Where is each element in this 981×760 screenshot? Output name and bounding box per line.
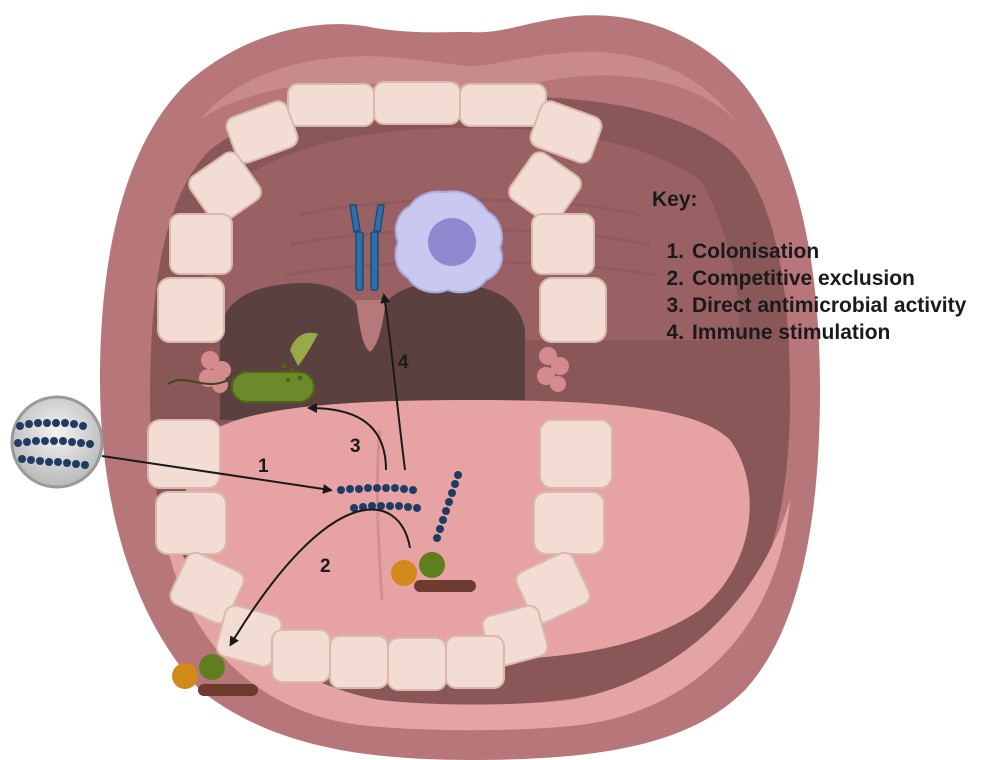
key-item-colonisation: 1. Colonisation [652, 238, 972, 265]
key-item-label: Immune stimulation [692, 319, 972, 346]
arrow-label-3: 3 [350, 436, 361, 457]
key-item-direct-antimicrobial: 3. Direct antimicrobial activity [652, 292, 972, 319]
key-legend: Key: 1. Colonisation 2. Competitive excl… [652, 188, 972, 346]
probiotic-petri-dish-icon [12, 397, 102, 487]
key-item-label: Competitive exclusion [692, 265, 972, 292]
arrow-label-2: 2 [320, 556, 331, 577]
key-item-label: Colonisation [692, 238, 972, 265]
key-item-number: 2. [652, 265, 692, 292]
arrow-label-4: 4 [398, 352, 409, 373]
key-item-number: 1. [652, 238, 692, 265]
key-item-number: 3. [652, 292, 692, 319]
key-item-immune-stimulation: 4. Immune stimulation [652, 319, 972, 346]
key-title: Key: [652, 188, 972, 212]
key-item-label: Direct antimicrobial activity [692, 292, 972, 319]
key-item-number: 4. [652, 319, 692, 346]
key-list: 1. Colonisation 2. Competitive exclusion… [652, 238, 972, 346]
arrow-label-1: 1 [258, 456, 269, 477]
key-item-competitive-exclusion: 2. Competitive exclusion [652, 265, 972, 292]
